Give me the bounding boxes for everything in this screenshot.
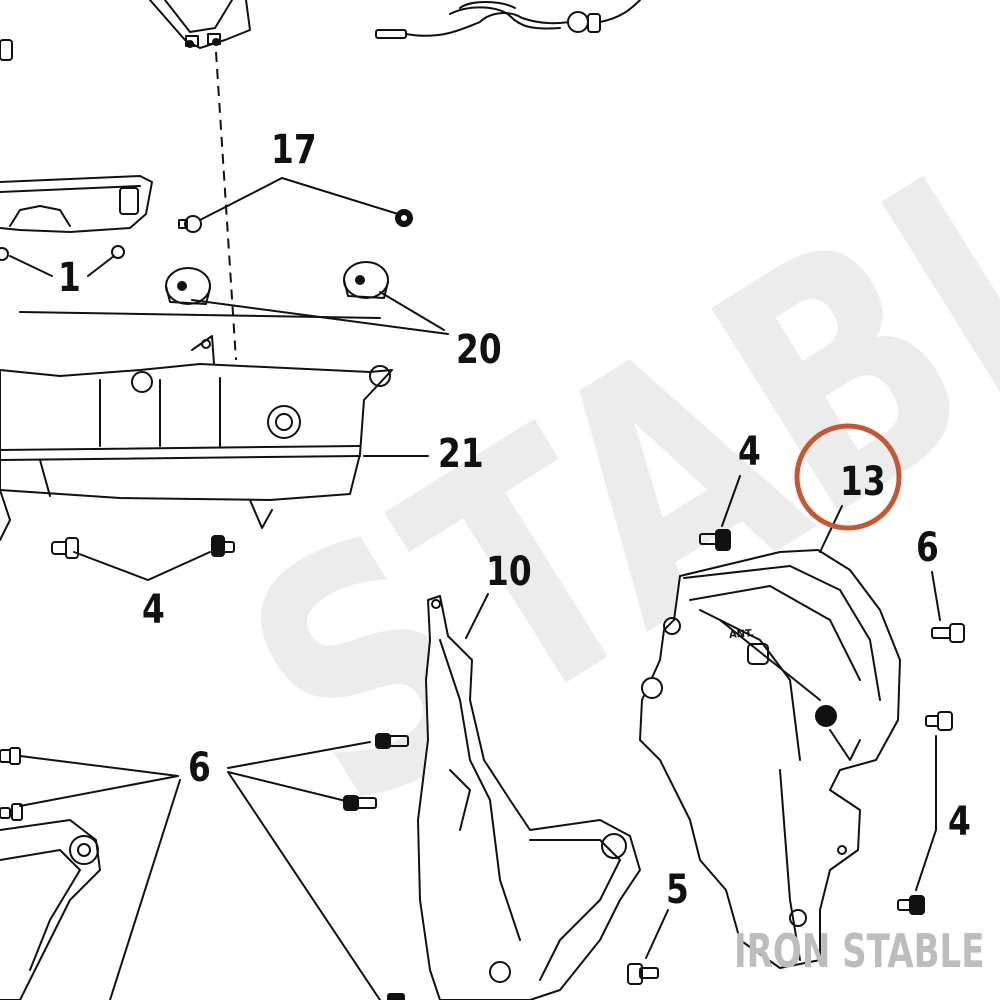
- part-13-housing: [639, 549, 901, 969]
- leader-4-right: [915, 735, 937, 891]
- leader-10: [465, 593, 489, 639]
- top-bracket-part: [149, 0, 251, 49]
- callout-4-top: 4: [738, 429, 761, 475]
- callout-20: 20: [456, 327, 502, 373]
- callout-6-left: 6: [188, 745, 211, 791]
- leader-20: [191, 291, 449, 335]
- leader-13: [819, 505, 843, 553]
- part-stamp-label: ANT.: [728, 628, 755, 641]
- leader-4-left: [73, 551, 211, 582]
- callout-5: 5: [666, 867, 689, 913]
- part-5-fastener: [387, 963, 659, 1000]
- leader-4-top: [721, 475, 741, 527]
- part-6-right-fastener: [931, 623, 965, 643]
- wire-harness-part: [375, 0, 641, 39]
- part-17-fasteners: [178, 209, 413, 233]
- part-1-housing: [0, 175, 153, 261]
- callout-21: 21: [438, 431, 484, 477]
- callout-17: 17: [271, 127, 317, 173]
- part-21-tray: [0, 335, 393, 541]
- brand-watermark: IRON STABLE: [734, 924, 985, 978]
- leader-1: [9, 255, 115, 277]
- leader-6-right: [931, 571, 941, 621]
- leader-6-left: [19, 741, 381, 1000]
- part-10-bracket: [417, 595, 641, 1000]
- left-frame-part: [0, 819, 101, 1000]
- part-6-left-fasteners: [0, 733, 409, 821]
- callout-10: 10: [486, 549, 532, 595]
- callout-4-left: 4: [142, 587, 165, 633]
- callout-1: 1: [58, 255, 81, 301]
- callout-6-right: 6: [916, 525, 939, 571]
- leader-17: [199, 176, 399, 221]
- part-4-top-fastener: [699, 529, 731, 551]
- callout-13-highlight-circle: [794, 423, 902, 531]
- callout-13: 13: [840, 459, 886, 505]
- callout-4-right: 4: [948, 799, 971, 845]
- top-left-bolt: [0, 39, 13, 61]
- part-4-right-fasteners: [897, 711, 953, 915]
- leader-5: [645, 909, 669, 959]
- part-4-left-fasteners: [51, 535, 235, 559]
